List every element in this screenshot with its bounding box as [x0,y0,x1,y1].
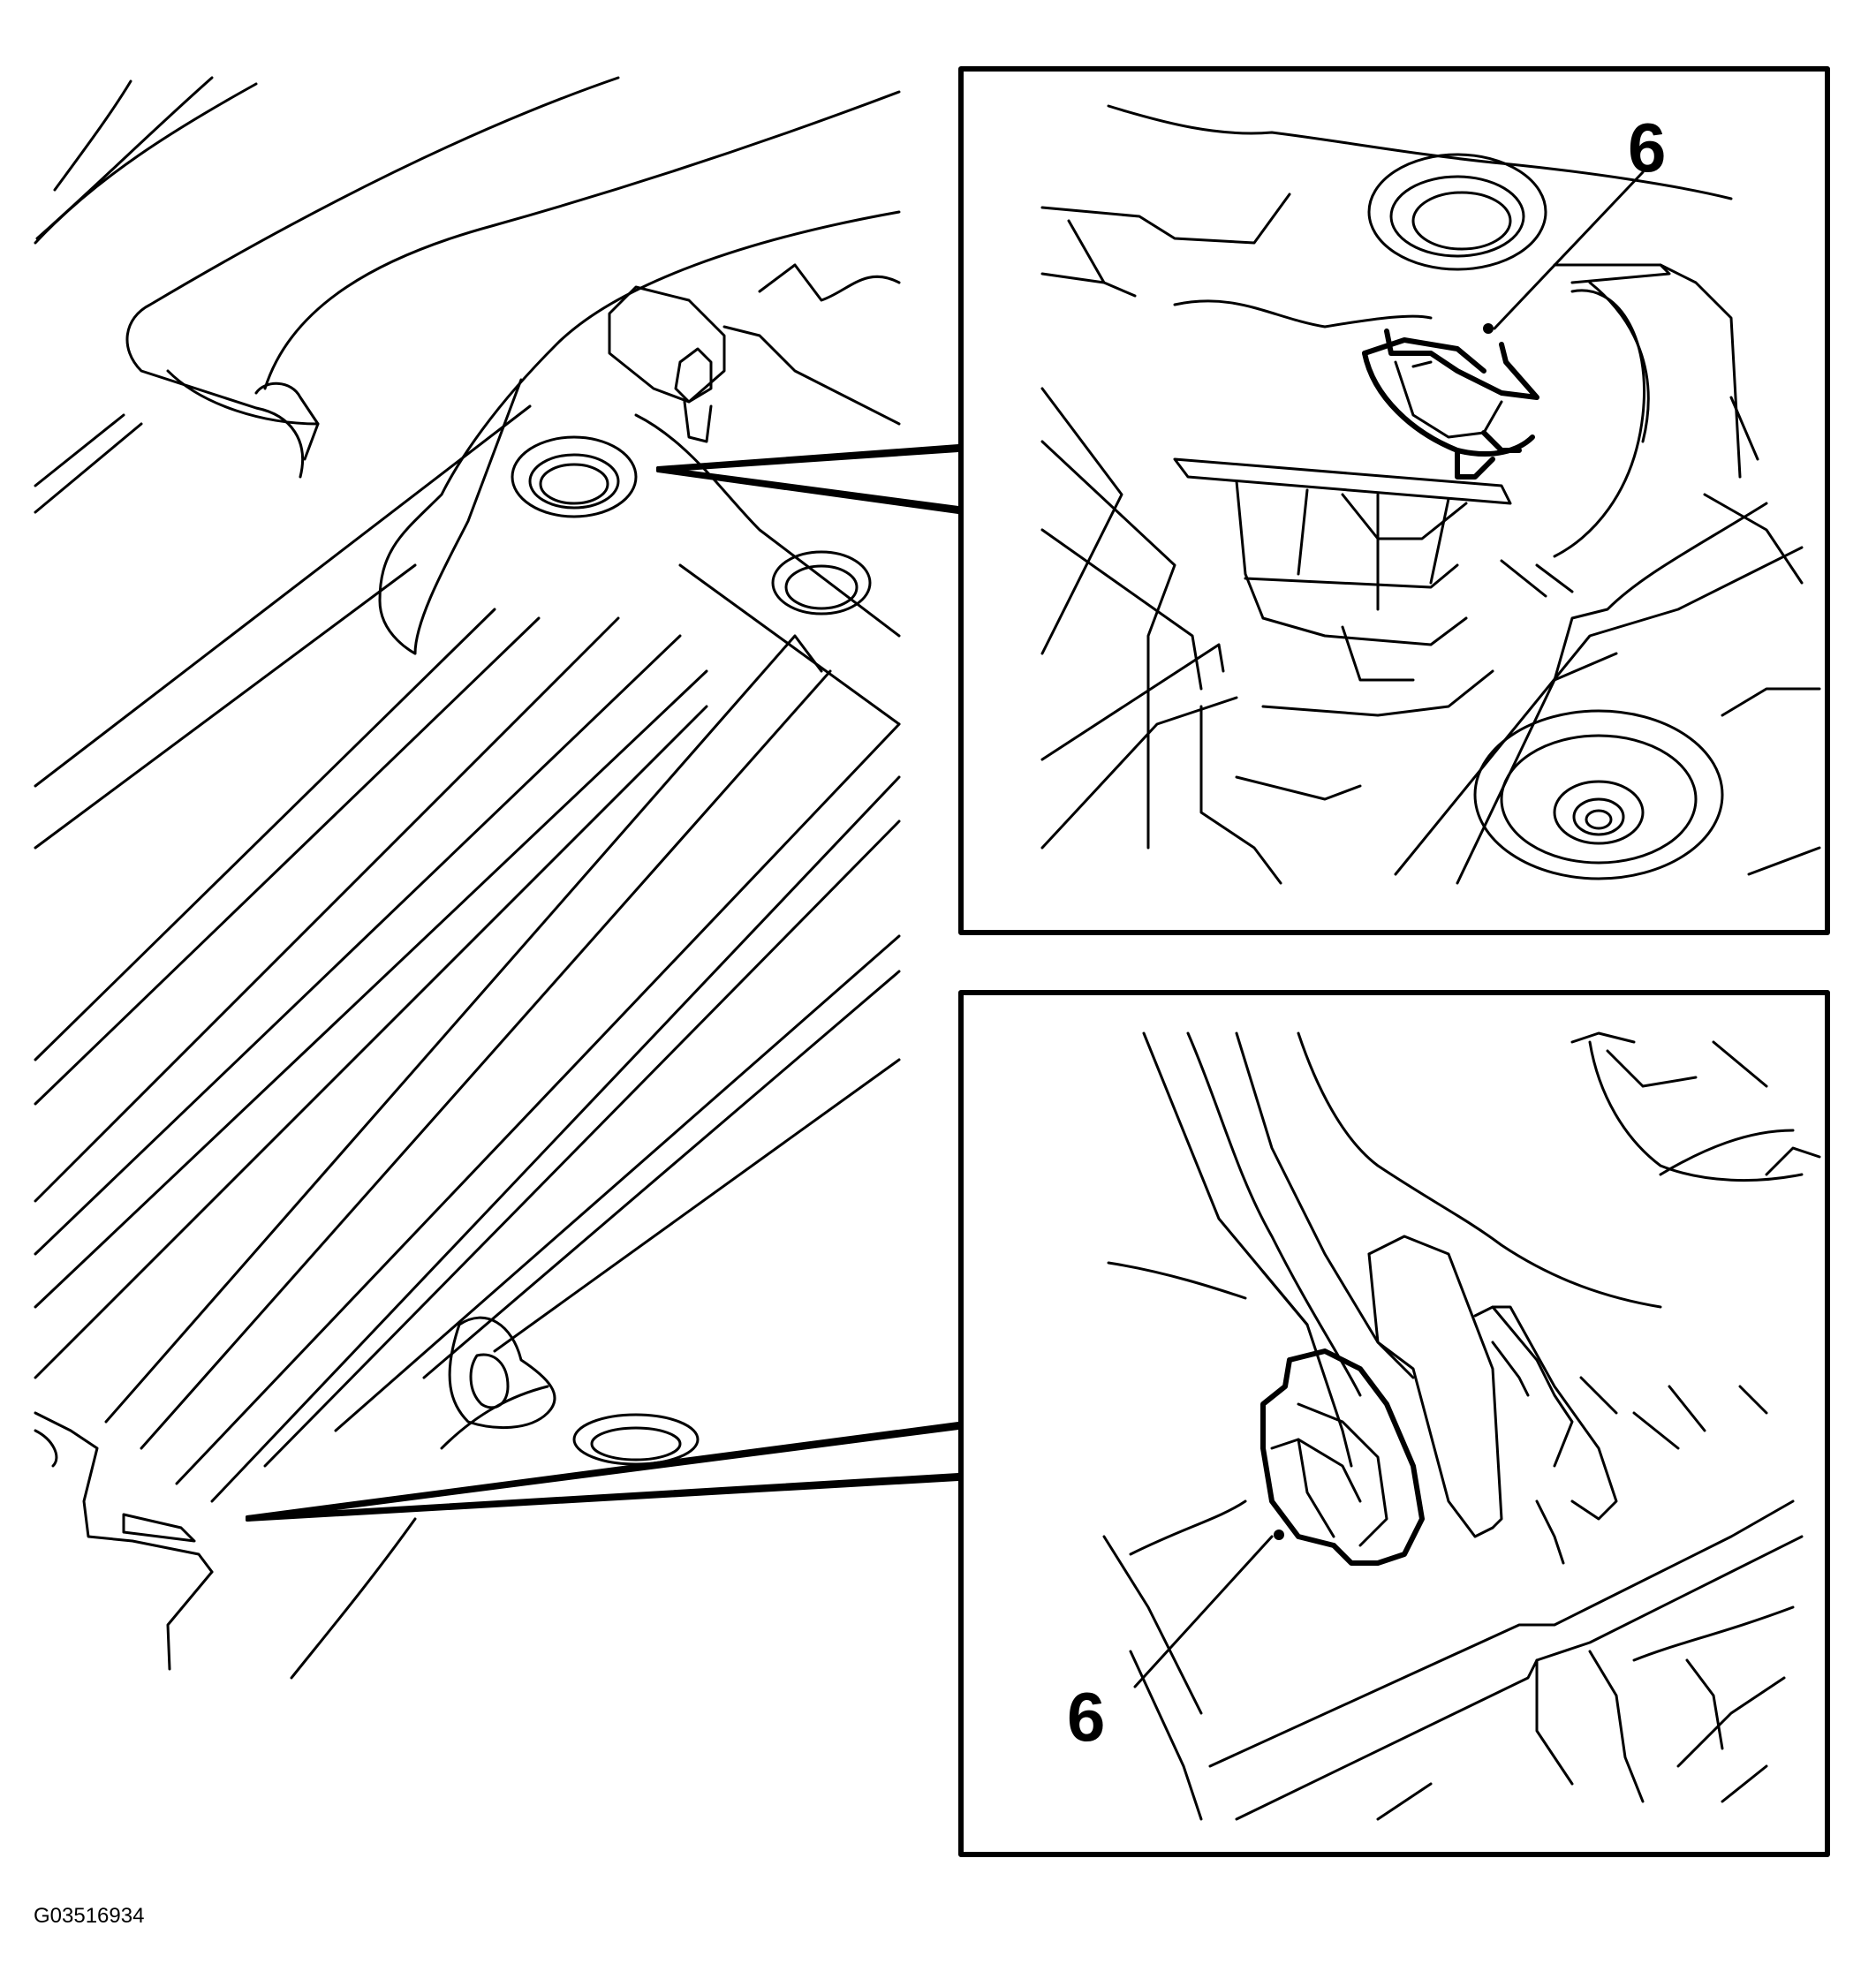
callout-label-bottom: 6 [1067,1678,1106,1756]
leader-line-top [1493,170,1645,330]
leader-line-bottom [1133,1535,1274,1688]
main-view [34,76,901,1680]
leader-dot-bottom [1274,1530,1284,1540]
highlighted-bolt-top [1362,329,1539,480]
bottom-inset [958,990,1830,1857]
leader-dot-top [1483,323,1494,334]
pointer-bottom [246,1422,960,1522]
top-inset [958,66,1830,935]
pointer-top [656,444,960,514]
highlighted-bolt-bottom [1260,1348,1425,1566]
figure-id: G03516934 [34,1904,145,1928]
callout-label-top: 6 [1628,109,1667,186]
